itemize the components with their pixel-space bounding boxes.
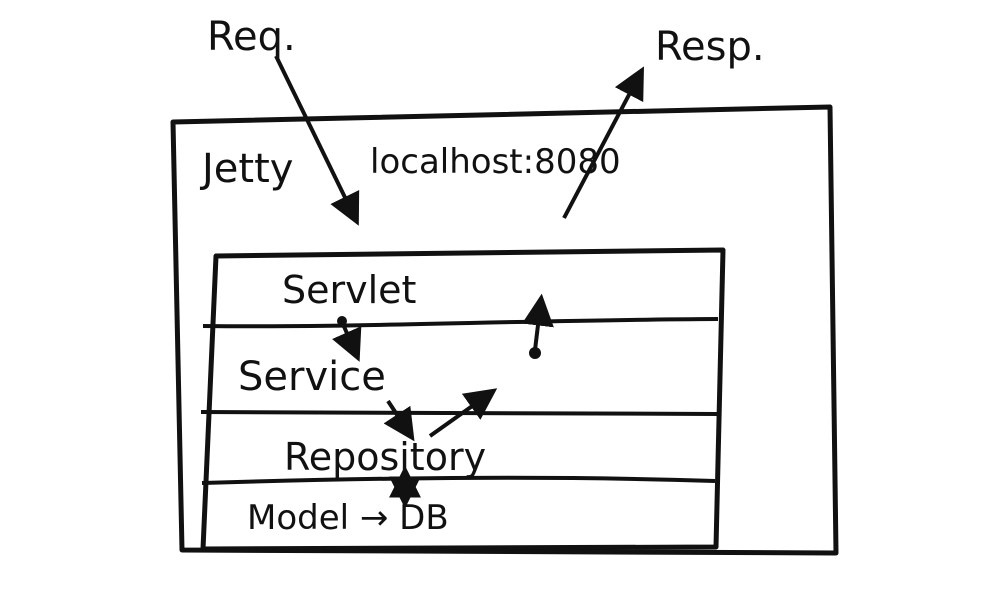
layer-label-repository: Repository [284, 435, 486, 479]
layer-label-model-db: Model → DB [247, 498, 449, 538]
host-label: localhost:8080 [370, 142, 621, 182]
layer-divider-3 [201, 475, 716, 485]
servlet-to-service-arrow [332, 321, 362, 362]
jetty-container-box [170, 104, 839, 556]
servlet-to-service-dot [337, 316, 347, 326]
service-to-repository-arrow [383, 399, 415, 442]
request-arrow [274, 55, 360, 226]
layer-label-servlet: Servlet [282, 268, 416, 312]
response-label: Resp. [655, 24, 765, 70]
service-to-servlet-dot [529, 347, 541, 359]
layer-divider-1 [202, 317, 719, 329]
service-to-servlet-arrow [522, 293, 554, 351]
layer-label-service: Service [238, 354, 386, 400]
response-arrow [562, 66, 644, 219]
repository-to-service-arrow [428, 388, 498, 438]
container-label: Jetty [199, 146, 293, 192]
request-label: Req. [207, 14, 296, 60]
layer-stack-outline [200, 247, 726, 552]
